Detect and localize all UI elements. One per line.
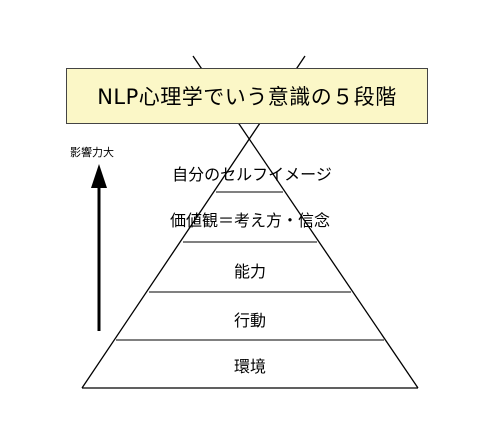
level-values-beliefs: 価値観＝考え方・信念	[169, 211, 331, 230]
diagram-title: NLP心理学でいう意識の５段階	[97, 85, 397, 109]
title-box: NLP心理学でいう意識の５段階	[66, 68, 428, 124]
level-self-image: 自分のセルフイメージ	[172, 165, 332, 184]
influence-arrow-head	[91, 164, 107, 188]
level-behavior: 行動	[233, 311, 267, 330]
influence-label: 影響力大	[70, 146, 114, 159]
level-capability: 能力	[233, 262, 267, 281]
level-environment: 環境	[233, 357, 267, 376]
